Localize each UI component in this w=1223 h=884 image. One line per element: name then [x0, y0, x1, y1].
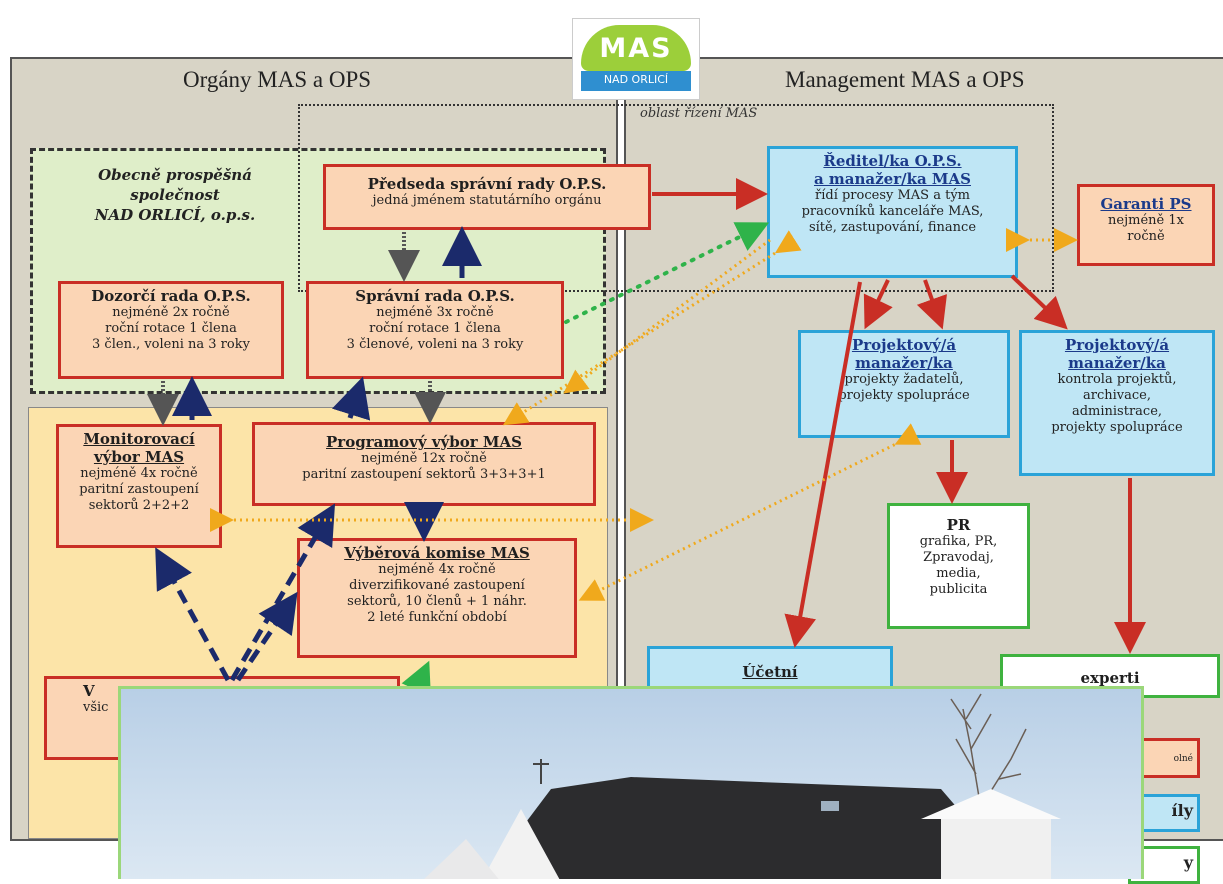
programovy-body: nejméně 12x ročně paritní zastoupení sek…: [302, 451, 546, 482]
predseda-box: Předseda správní rady O.P.S. jedná jméne…: [323, 164, 651, 230]
vyberova-title: Výběrová komise MAS: [344, 544, 530, 562]
reditel-title: Ředitel/ka O.P.S. a manažer/ka MAS: [813, 152, 971, 188]
building-photo: [118, 686, 1144, 879]
legend-item-2-label: íly: [1171, 801, 1193, 820]
arrow-programovy-spravni: [331, 376, 371, 421]
monitorovaci-body: nejméně 4x ročně paritní zastoupení sekt…: [79, 466, 199, 513]
arrow-reditel-projektovy1-left: [863, 279, 893, 330]
garanti-box: Garanti PS nejméně 1x ročně: [1077, 184, 1215, 266]
roof: [483, 777, 1019, 879]
skylight: [821, 801, 839, 811]
predseda-title: Předseda správní rady O.P.S.: [367, 175, 607, 193]
arrow-reditel-projektovy2: [1010, 274, 1068, 330]
tree-branches: [950, 693, 1027, 810]
arrow-reditel-ucetni: [784, 281, 862, 648]
dozorci-title: Dozorčí rada O.P.S.: [91, 287, 251, 305]
ucetni-title: Účetní: [742, 663, 798, 681]
ops-label-line1: Obecně prospěšná: [98, 166, 252, 184]
dozorci-box: Dozorčí rada O.P.S. nejméně 2x ročně roč…: [58, 281, 284, 379]
dozorci-body: nejméně 2x ročně roční rotace 1 člena 3 …: [92, 305, 250, 352]
logo-text-top: MAS: [599, 33, 673, 64]
legend-item-1-label: olné: [1173, 754, 1193, 764]
logo-text-bottom: NAD ORLICÍ: [603, 73, 669, 86]
monitorovaci-box: Monitorovací výbor MAS nejméně 4x ročně …: [56, 424, 222, 548]
valna-body: všic: [83, 700, 109, 715]
arrow-reditel-projektovy1-right: [916, 279, 947, 330]
predseda-body: jedná jménem statutárního orgánu: [372, 193, 602, 208]
building-gable: [941, 819, 1051, 879]
arrow-valna-vyberova: [235, 591, 298, 682]
projektovy2-box: Projektový/á manažer/ka kontrola projekt…: [1019, 330, 1215, 476]
dormer: [482, 809, 560, 879]
projektovy1-body: projekty žadatelů, projekty spolupráce: [838, 372, 970, 403]
logo-water: [581, 71, 691, 91]
ops-label-line3: NAD ORLICÍ, o.p.s.: [94, 206, 256, 224]
legend-item-3-label: y: [1183, 853, 1193, 872]
programovy-box: Programový výbor MAS nejméně 12x ročně p…: [252, 422, 596, 506]
building-wall: [424, 839, 499, 879]
experti-title: experti: [1080, 669, 1140, 687]
garanti-body: nejméně 1x ročně: [1108, 213, 1184, 244]
arrow-green-valna: [401, 660, 431, 697]
programovy-title: Programový výbor MAS: [326, 433, 522, 451]
projektovy1-title: Projektový/á manažer/ka: [851, 336, 957, 372]
reditel-body: řídí procesy MAS a tým pracovníků kancel…: [801, 188, 984, 235]
garanti-title: Garanti PS: [1100, 195, 1192, 213]
right-panel-title: Management MAS a OPS: [785, 67, 1025, 92]
arrow-spravni-reditel: [564, 222, 770, 324]
management-area-label: oblast řízení MAS: [640, 106, 758, 121]
arrow-valna-monitorovaci: [155, 547, 231, 682]
vyberova-body: nejméně 4x ročně diverzifikované zastoup…: [347, 562, 527, 625]
vyberova-box: Výběrová komise MAS nejméně 4x ročně div…: [297, 538, 577, 658]
spravni-title: Správní rada O.P.S.: [355, 287, 515, 305]
valna-title: V: [83, 682, 95, 700]
left-panel-title: Orgány MAS a OPS: [183, 67, 372, 92]
gable-top: [921, 789, 1061, 819]
pr-title: PR: [946, 516, 971, 534]
ops-label-line2: společnost: [130, 186, 220, 204]
logo-hills: [581, 25, 691, 71]
projektovy2-title: Projektový/á manažer/ka: [1064, 336, 1170, 372]
ops-label: Obecně prospěšná společnost NAD ORLICÍ, …: [60, 165, 290, 225]
arrow-reditel-programovy: [502, 230, 802, 426]
arrow-valna-programovy: [229, 503, 336, 682]
building-photo-drawing: [121, 689, 1141, 879]
pr-body: grafika, PR, Zpravodaj, media, publicita: [919, 534, 998, 597]
arrow-reditel-spravni: [563, 238, 771, 394]
reditel-box: Ředitel/ka O.P.S. a manažer/ka MAS řídí …: [767, 146, 1018, 278]
mas-logo: MAS NAD ORLICÍ: [572, 18, 700, 100]
projektovy2-body: kontrola projektů, archivace, administra…: [1051, 372, 1183, 435]
monitorovaci-title: Monitorovací výbor MAS: [83, 430, 195, 466]
